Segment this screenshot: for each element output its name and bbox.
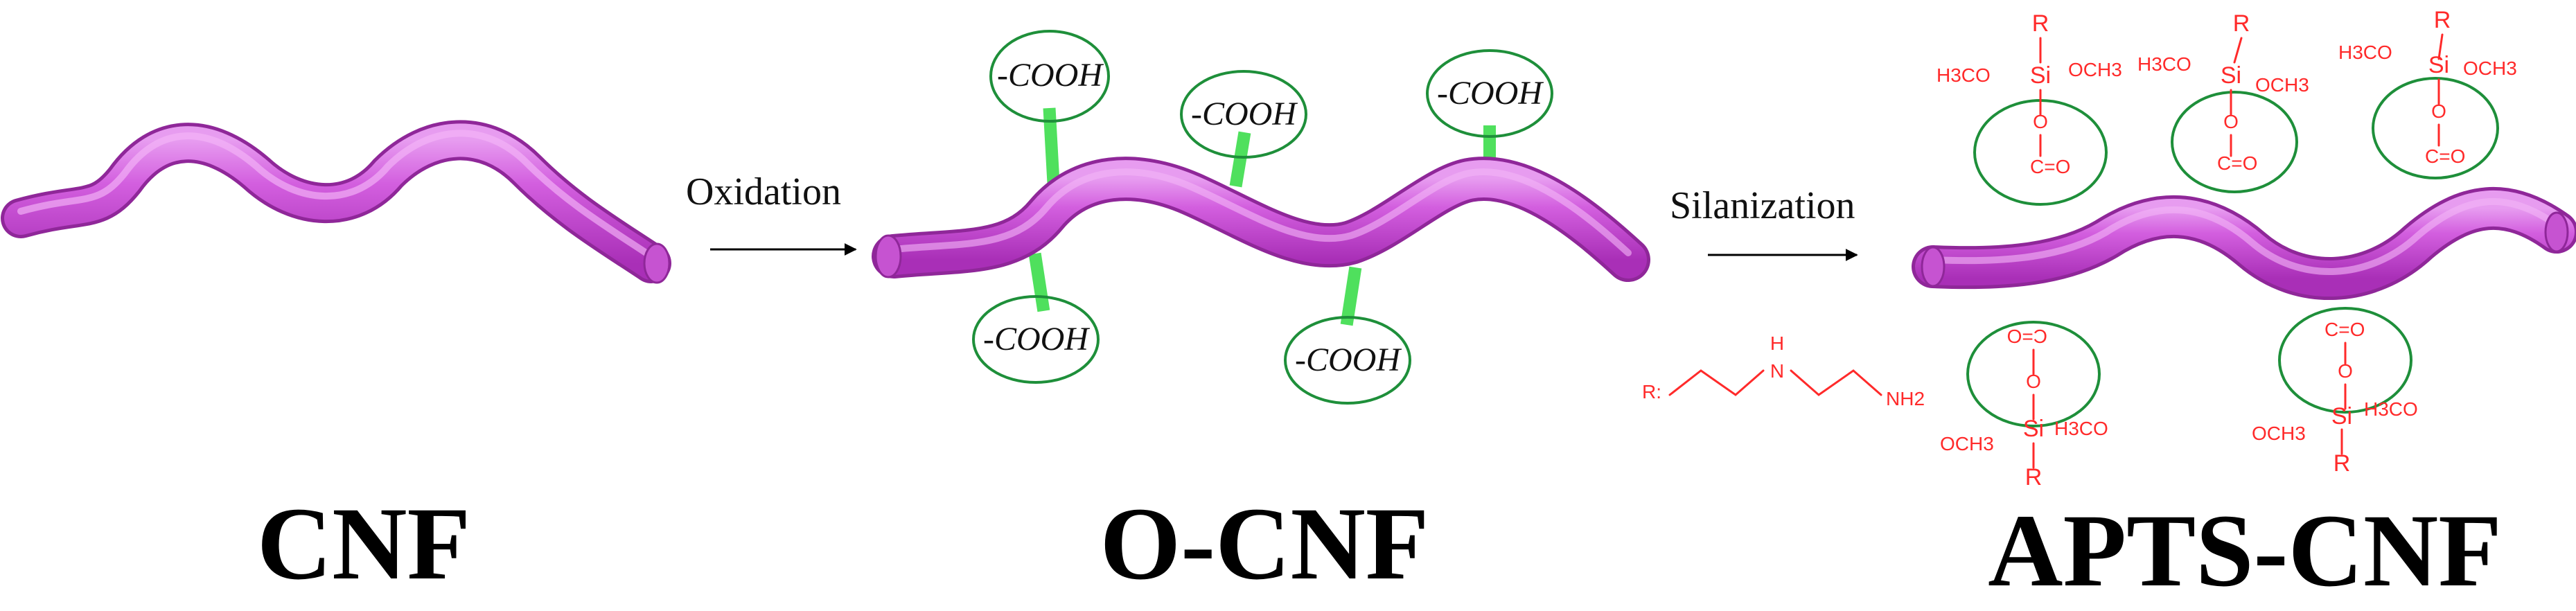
silane-och3: OCH3 [2255, 74, 2309, 96]
silane-carbonyl: C=O [2217, 152, 2257, 174]
silane-o: O [2338, 360, 2353, 382]
silane-och3: OCH3 [1940, 433, 1994, 454]
silane-o: O [2026, 371, 2041, 392]
silane-r: R [2032, 10, 2049, 37]
n-label: N [1770, 360, 1784, 382]
carboxyl-group-5: -COOH [1284, 316, 1411, 405]
silane-carbonyl: C=O [2425, 145, 2465, 167]
silane-group-top-3: R H3CO Si OCH3 O C=O [2338, 7, 2517, 179]
carboxyl-group-3: -COOH [1426, 49, 1553, 138]
carboxyl-label: -COOH [983, 321, 1090, 357]
ocnf-group: -COOH -COOH -COOH -COOH -COOH [872, 30, 1650, 405]
nh-label: H [1770, 333, 1784, 354]
silane-carbonyl: C=O [2030, 156, 2070, 177]
ocnf-linkers [1028, 107, 1496, 326]
r-label: R: [1642, 381, 1661, 402]
silane-och3: OCH3 [2463, 57, 2517, 79]
title-aptscnf: APTS-CNF [1988, 493, 2502, 608]
oxidation-label: Oxidation [686, 170, 841, 213]
silane-h3co: H3CO [2364, 398, 2418, 420]
silane-h3co: H3CO [2054, 418, 2108, 439]
silanization-step: Silanization [1670, 184, 1858, 261]
carboxyl-group-1: -COOH [989, 30, 1110, 123]
carboxyl-group-2: -COOH [1180, 70, 1307, 159]
carboxyl-label: -COOH [1191, 96, 1298, 132]
silane-carbonyl: C=O [2007, 326, 2047, 347]
silane-group-bottom-2: C=O O Si OCH3 H3CO R [2252, 307, 2418, 477]
aminopropyl-structure: R: H N NH2 [1642, 333, 1925, 409]
silane-si: Si [2331, 403, 2352, 430]
silane-h3co: H3CO [2137, 53, 2191, 75]
silane-h3co: H3CO [2338, 42, 2392, 63]
carboxyl-label: -COOH [1437, 75, 1544, 112]
title-cnf: CNF [257, 486, 470, 601]
silane-si: Si [2221, 62, 2241, 89]
oxidation-step: Oxidation [686, 170, 857, 256]
carboxyl-group-4: -COOH [972, 295, 1100, 384]
silane-och3: OCH3 [2068, 59, 2122, 80]
silane-h3co: H3CO [1937, 64, 1991, 86]
silane-o: O [2033, 111, 2048, 132]
silane-o: O [2431, 100, 2446, 122]
silane-si: Si [2030, 62, 2051, 89]
silane-group-bottom-1: C=O O Si OCH3 H3CO R [1940, 321, 2108, 490]
title-ocnf: O-CNF [1100, 486, 1429, 601]
silane-si: Si [2023, 416, 2044, 442]
nh2-label: NH2 [1886, 388, 1925, 409]
silane-r: R [2334, 450, 2351, 477]
silane-r: R [2025, 464, 2043, 490]
silane-group-top-1: R H3CO Si OCH3 O C=O [1937, 10, 2122, 206]
silane-carbonyl: C=O [2324, 319, 2365, 340]
silanization-label: Silanization [1670, 184, 1855, 227]
silane-group-top-2: R H3CO Si OCH3 O C=O [2137, 10, 2309, 193]
silane-o: O [2223, 111, 2239, 132]
silane-si: Si [2428, 52, 2449, 78]
carboxyl-label: -COOH [1295, 342, 1402, 378]
cnf-fiber [1, 120, 671, 284]
carboxyl-label: -COOH [997, 57, 1104, 94]
silane-r: R [2233, 10, 2250, 37]
ocnf-fiber [872, 157, 1650, 282]
silane-och3: OCH3 [2252, 423, 2306, 444]
silane-r: R [2434, 7, 2451, 33]
aptscnf-fiber [1912, 186, 2576, 301]
